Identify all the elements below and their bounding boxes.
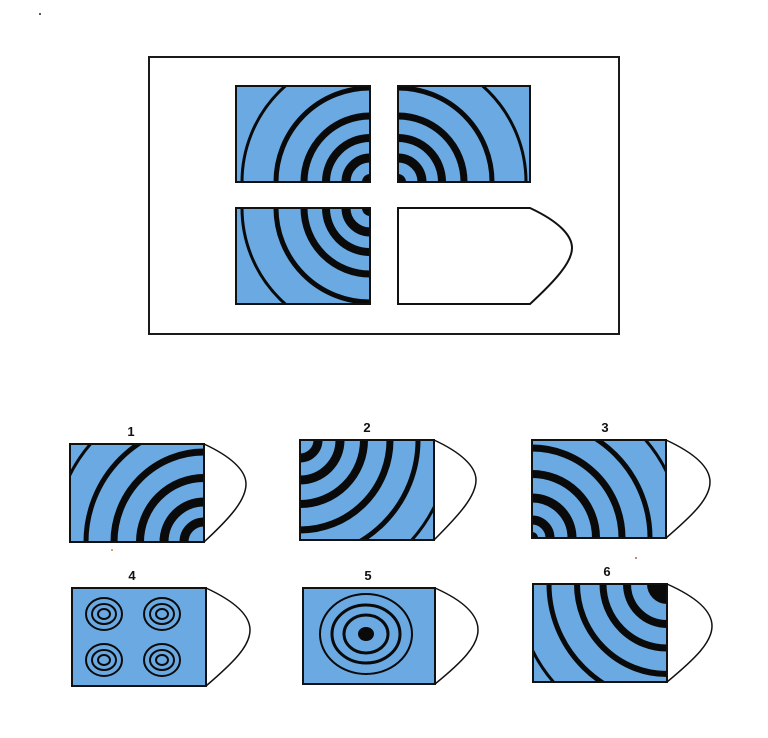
option-tab [205, 587, 251, 687]
option-6-label: 6 [603, 564, 610, 579]
option-6[interactable]: 6 [517, 434, 768, 734]
empty-answer-slot [397, 207, 574, 305]
speck [111, 549, 113, 551]
option-tab [665, 439, 711, 539]
option-tab [434, 587, 479, 685]
target-circle-top-left [85, 597, 123, 631]
option-3-label: 3 [601, 420, 608, 435]
matrix-cell-3 [235, 207, 371, 305]
option-3[interactable]: 3 [382, 388, 711, 688]
speck [39, 13, 41, 15]
option-2[interactable]: 2 [150, 290, 477, 590]
option-2-label: 2 [363, 420, 370, 435]
option-4[interactable]: 4 [71, 568, 251, 687]
option-4-label: 4 [128, 568, 136, 583]
option-1-label: 1 [127, 424, 134, 439]
matrix-frame [148, 56, 620, 335]
option-5-label: 5 [364, 568, 371, 583]
target-circle-bottom-left [85, 643, 123, 677]
target-circle-bottom-right [143, 643, 181, 677]
target-circle-top-right [143, 597, 181, 631]
option-5[interactable]: 5 [302, 568, 479, 685]
option-tab [666, 583, 713, 683]
matrix-cell-1 [235, 85, 371, 183]
option-tab [203, 443, 247, 543]
speck [635, 557, 637, 559]
option-tab [433, 439, 477, 541]
option-1[interactable]: 1 [54, 392, 354, 692]
matrix-cell-2 [397, 85, 531, 183]
